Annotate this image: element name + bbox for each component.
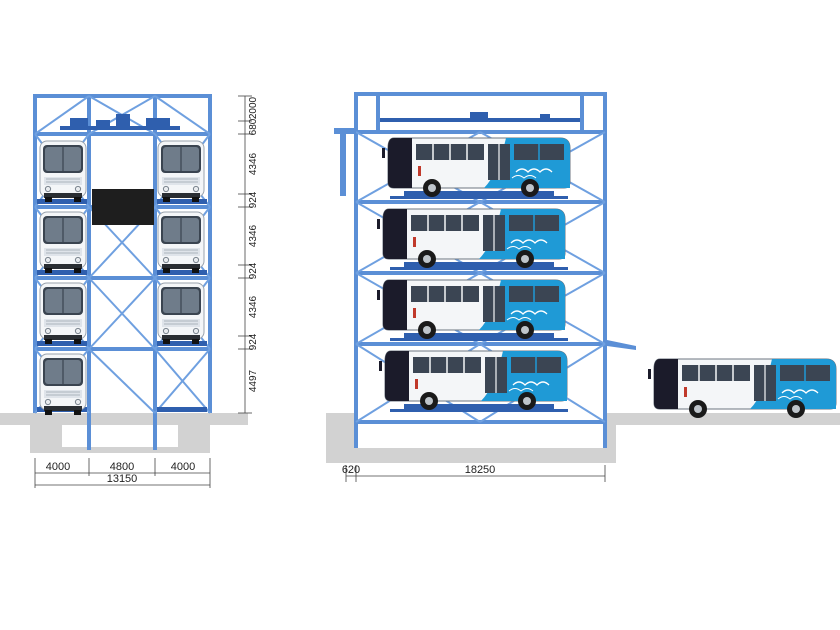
front-top-machinery	[60, 114, 180, 130]
front-level-dims: 2000 680 4346 924 4346 924 4346 924 4497	[248, 96, 259, 392]
level-dim: 680	[248, 118, 259, 135]
side-bus-4	[378, 350, 568, 411]
side-length-dim: 18250	[465, 464, 496, 476]
level-dim: 924	[248, 333, 259, 350]
front-view: 2000 680 4346 924 4346 924 4346 924 4497…	[0, 94, 259, 488]
side-pallets	[390, 191, 568, 412]
level-dim: 4346	[248, 152, 259, 175]
front-bus-l1	[39, 140, 87, 203]
lift-platform	[92, 189, 154, 225]
side-bus-1	[381, 137, 571, 198]
side-view: 620 18250	[326, 92, 840, 482]
front-bay-dim: 4000	[171, 461, 195, 473]
front-bus-r3	[157, 282, 205, 345]
entrance-ramp	[607, 340, 636, 350]
entering-bus	[647, 358, 837, 419]
side-ground-right	[605, 413, 840, 425]
front-ground	[0, 413, 248, 425]
front-bottom-dim-lines	[34, 458, 211, 488]
front-bus-l4	[39, 353, 87, 416]
side-bus-2	[376, 208, 566, 269]
level-dim: 924	[248, 191, 259, 208]
level-dim: 4346	[248, 295, 259, 318]
side-offset-dim: 620	[342, 464, 360, 476]
front-bus-l2	[39, 211, 87, 274]
side-bus-3	[376, 279, 566, 340]
front-level-dim-chain	[238, 95, 252, 414]
front-total-dim: 13150	[107, 473, 138, 485]
side-top-machinery	[334, 112, 580, 196]
front-bus-l3	[39, 282, 87, 345]
front-bus-r2	[157, 211, 205, 274]
front-bay-dim: 4000	[46, 461, 70, 473]
level-dim: 4497	[248, 369, 259, 392]
front-bay-dim: 4800	[110, 461, 134, 473]
side-ground-pit	[326, 448, 616, 463]
front-bus-r1	[157, 140, 205, 203]
level-dim: 924	[248, 262, 259, 279]
side-bottom-dim-lines	[345, 465, 606, 482]
level-dim: 4346	[248, 224, 259, 247]
front-columns	[33, 94, 212, 450]
level-dim: 2000	[248, 96, 259, 119]
